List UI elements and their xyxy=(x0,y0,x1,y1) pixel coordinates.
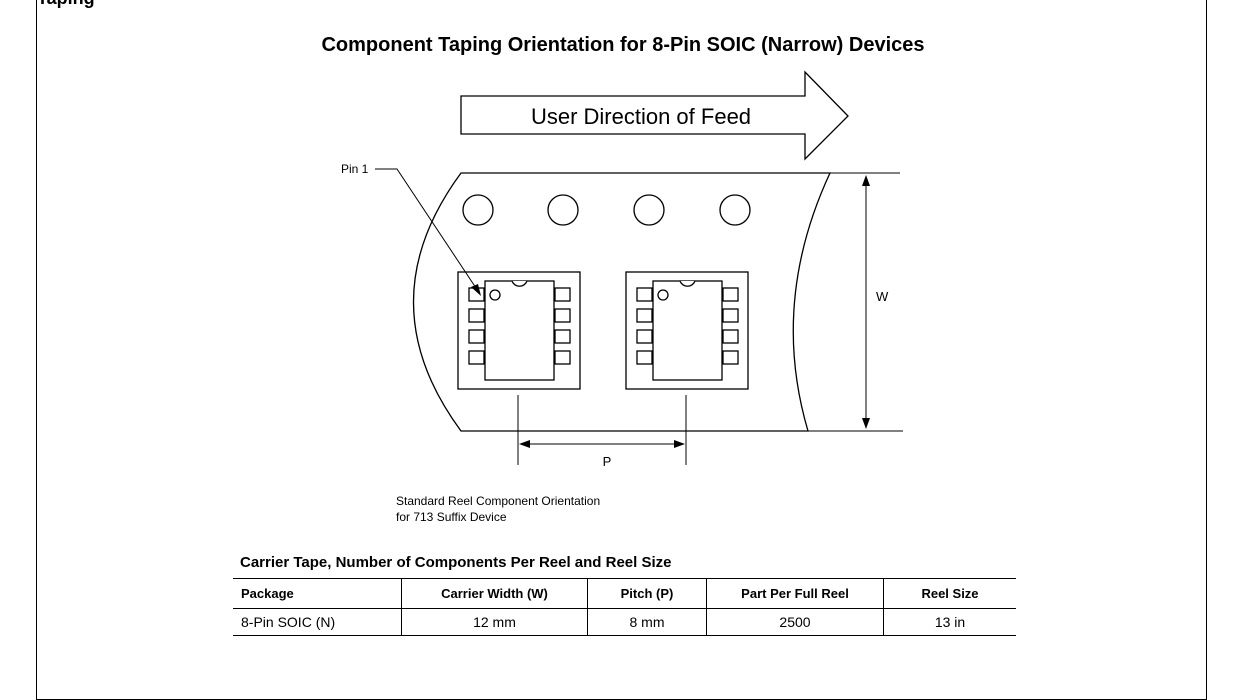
pin1-dot xyxy=(657,289,669,301)
pin1-leader xyxy=(375,168,479,292)
table-cell: 8 mm xyxy=(587,608,707,636)
width-label: W xyxy=(876,289,889,304)
pin1-notch xyxy=(679,280,696,287)
caption-line: Standard Reel Component Orientation xyxy=(396,494,601,508)
lead xyxy=(722,329,739,344)
sprocket-hole xyxy=(633,194,665,226)
pin1-dot xyxy=(489,289,501,301)
lead xyxy=(468,308,485,323)
lead xyxy=(636,287,653,302)
lead xyxy=(722,287,739,302)
sprocket-hole xyxy=(719,194,751,226)
orientation-caption: Standard Reel Component Orientation for … xyxy=(396,493,600,525)
reel-spec-table: Package Carrier Width (W) Pitch (P) Part… xyxy=(233,578,1016,636)
lead xyxy=(722,308,739,323)
component-pocket xyxy=(457,271,581,390)
pitch-dimension xyxy=(517,395,687,465)
lead xyxy=(636,350,653,365)
column-header: Part Per Full Reel xyxy=(706,578,884,609)
table-cell: 12 mm xyxy=(401,608,588,636)
lead xyxy=(468,350,485,365)
table-header-row: Package Carrier Width (W) Pitch (P) Part… xyxy=(233,578,1016,609)
component-pocket xyxy=(625,271,749,390)
lead xyxy=(636,329,653,344)
sprocket-holes xyxy=(462,194,751,226)
width-dimension xyxy=(806,172,903,432)
sprocket-hole xyxy=(462,194,494,226)
lead xyxy=(554,308,571,323)
pin1-label: Pin 1 xyxy=(341,162,369,176)
section-heading-clipped: Taping xyxy=(37,0,95,9)
figure-title: Component Taping Orientation for 8-Pin S… xyxy=(321,34,925,56)
pitch-label: P xyxy=(603,454,612,469)
sprocket-hole xyxy=(547,194,579,226)
table-row: 8-Pin SOIC (N) 12 mm 8 mm 2500 13 in xyxy=(233,608,1016,636)
table-cell: 2500 xyxy=(706,608,884,636)
column-header: Pitch (P) xyxy=(587,578,707,609)
lead xyxy=(554,350,571,365)
lead xyxy=(468,329,485,344)
column-header: Reel Size xyxy=(883,578,1016,609)
column-header: Carrier Width (W) xyxy=(401,578,588,609)
column-header: Package xyxy=(233,578,402,609)
pin1-arrowhead xyxy=(471,284,481,296)
table-title: Carrier Tape, Number of Components Per R… xyxy=(240,554,672,571)
table-cell: 13 in xyxy=(883,608,1016,636)
lead xyxy=(636,308,653,323)
feed-direction-arrow xyxy=(460,70,849,161)
caption-line: for 713 Suffix Device xyxy=(396,510,507,524)
lead xyxy=(554,329,571,344)
pin1-notch xyxy=(511,280,528,287)
lead xyxy=(554,287,571,302)
feed-direction-label: User Direction of Feed xyxy=(531,104,751,129)
lead xyxy=(722,350,739,365)
table-cell: 8-Pin SOIC (N) xyxy=(233,608,402,636)
